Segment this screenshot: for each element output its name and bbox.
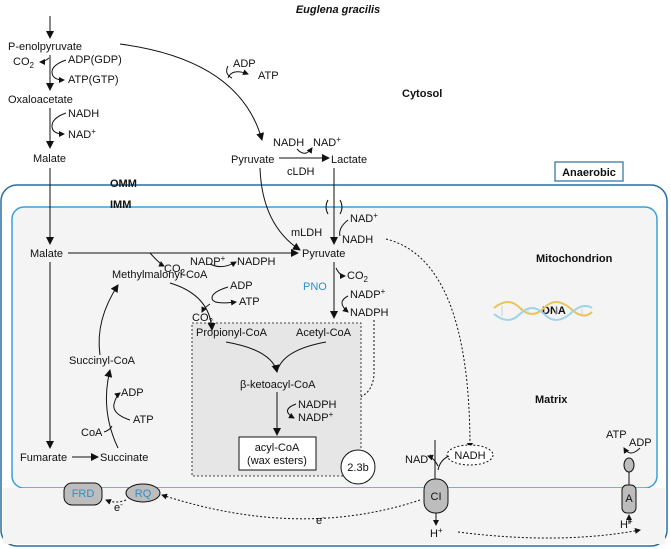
dna-label: DNA (542, 305, 566, 317)
nadh-ci-ellipse (446, 444, 494, 466)
malate-cyt-label: Malate (33, 153, 66, 165)
nadp-fa-label: NADP+ (298, 410, 334, 424)
nadp-me-label: NADP+ (190, 254, 226, 268)
ci-label: CI (431, 491, 442, 503)
wax-label: (wax esters) (247, 455, 307, 467)
ketoacyl-label: β-ketoacyl-CoA (240, 379, 316, 391)
cytosol-label: Cytosol (402, 88, 442, 100)
atp-mm-label: ATP (239, 296, 260, 308)
pyruvate-cyt-label: Pyruvate (231, 154, 274, 166)
nadh-ldh-label: NADH (273, 137, 304, 149)
mldh-label: mLDH (291, 227, 322, 239)
atp-synthase (621, 484, 637, 514)
propionyl-label: Propionyl-CoA (196, 327, 268, 339)
frd-label: FRD (72, 488, 95, 500)
e-mid-label: e- (316, 513, 325, 527)
frd-complex (63, 482, 103, 506)
acetyl-label: Acetyl-CoA (296, 327, 352, 339)
methylmalonyl-label: Methylmalonyl-CoA (112, 269, 208, 281)
nadh-ci-label: NADH (454, 450, 485, 462)
pyruvate-m-label: Pyruvate (302, 248, 345, 260)
nadph-fa-label: NADPH (298, 399, 337, 411)
pno-label: PNO (303, 281, 327, 293)
nadh-cyt-label: NADH (68, 108, 99, 120)
nadh-m-label: NADH (342, 234, 373, 246)
atp-gtp-label: ATP(GTP) (68, 74, 119, 86)
figref-circle (340, 449, 376, 485)
diagram-title: Euglena gracilis (296, 4, 380, 16)
nad-m-label: NAD+ (350, 211, 378, 225)
adp-pk-label: ADP (233, 58, 256, 70)
rq-ellipse (125, 483, 161, 503)
dna-helix-icon (493, 301, 593, 321)
succinylcoa-label: Succinyl-CoA (69, 355, 136, 367)
anaerobic-label: Anaerobic (562, 167, 616, 179)
atp-pk-label: ATP (258, 70, 279, 82)
omm-label: OMM (110, 178, 137, 190)
atp-a-label: ATP (606, 429, 627, 441)
adp-sc-label: ADP (121, 387, 144, 399)
rq-label: RQ (135, 488, 152, 500)
matrix-label: Matrix (535, 394, 568, 406)
malate-m-label: Malate (30, 248, 63, 260)
nad-ldh-label: NAD+ (313, 135, 341, 149)
pep-label: P-enolpyruvate (8, 41, 82, 53)
h-ci-label: H+ (430, 526, 443, 540)
acylcoa-label: acyl-CoA (255, 442, 300, 454)
figref-label: 2.3b (347, 462, 368, 474)
co2-top-label: CO2 (13, 56, 35, 70)
anaerobic-box (554, 161, 624, 182)
cldh-label: cLDH (287, 166, 315, 178)
atp-sc-label: ATP (133, 414, 154, 426)
lactate-label: Lactate (331, 154, 367, 166)
succinate-label: Succinate (100, 452, 148, 464)
co2-pno-label: CO2 (347, 270, 369, 284)
fumarate-label: Fumarate (20, 452, 67, 464)
a-label: A (625, 493, 633, 505)
nadph-me-label: NADPH (237, 256, 276, 268)
nad-cyt-label: NAD+ (68, 127, 96, 141)
e-left-label: e- (114, 500, 123, 514)
nadp-pno-label: NADP+ (350, 287, 386, 301)
adp-a-label: ADP (629, 437, 652, 449)
atp-synthase-head (623, 457, 635, 473)
co2-me-label: CO2 (164, 263, 186, 277)
adp-mm-label: ADP (230, 280, 253, 292)
imm-label: IMM (110, 199, 131, 211)
nadph-pno-label: NADPH (350, 307, 389, 319)
adp-gdp-label: ADP(GDP) (68, 54, 122, 66)
intermembrane-space (3, 488, 665, 544)
h-a-label: H+ (620, 517, 633, 531)
acylcoa-box (238, 436, 317, 471)
oxaloacetate-label: Oxaloacetate (8, 94, 73, 106)
coa-label: CoA (81, 427, 103, 439)
mitochondrion-label: Mitochondrion (536, 253, 613, 265)
